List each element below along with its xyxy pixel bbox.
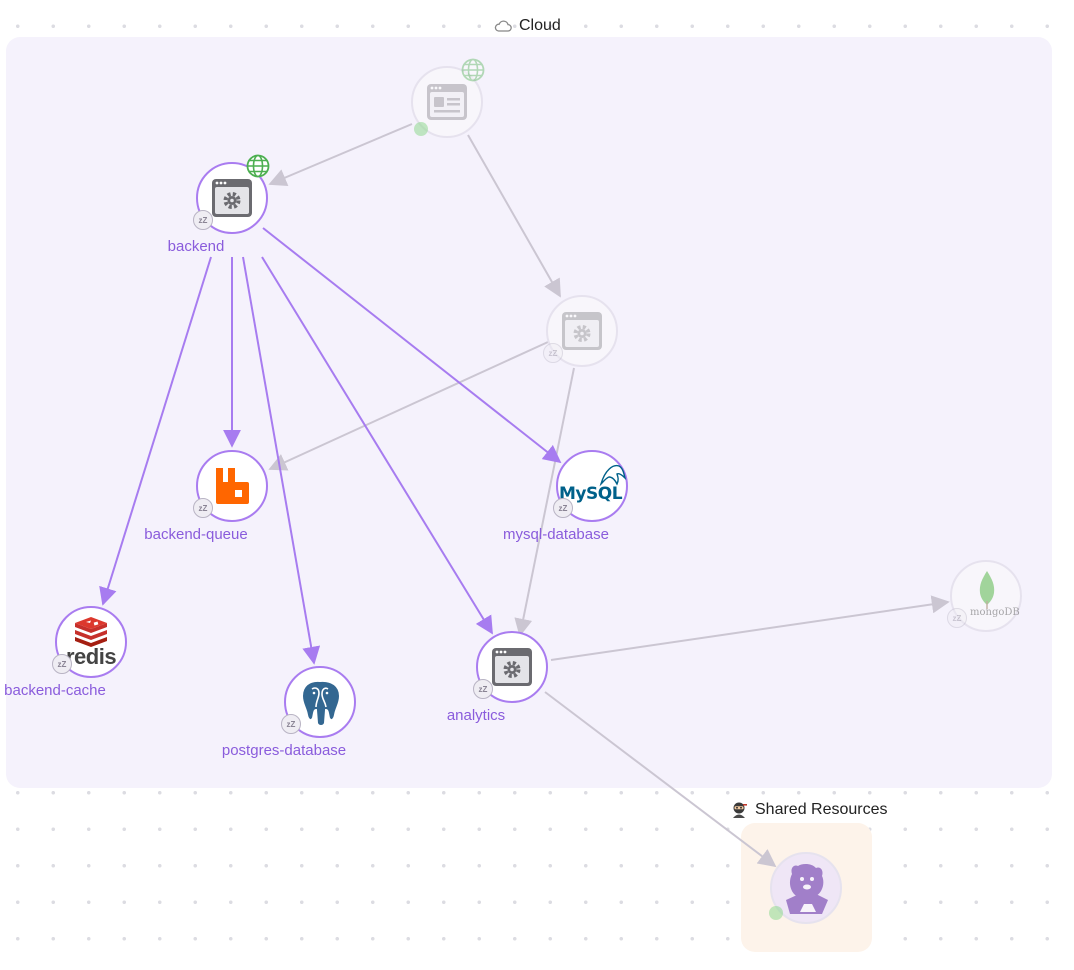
shared-resources-group-title: Shared Resources: [730, 801, 888, 819]
datadog-icon: [786, 863, 828, 914]
node-backend-circle[interactable]: [196, 162, 268, 234]
node-mysql-database-label[interactable]: mysql-database: [503, 526, 609, 543]
mysql-icon: MySQL: [559, 464, 627, 506]
edge-backend-analytics: [261, 256, 493, 635]
service-gear-icon: [212, 179, 252, 217]
status-online-indicator: [769, 906, 783, 920]
mongodb-logo-text: mongoDB: [970, 607, 1020, 618]
edge-worker-analytics: [514, 367, 575, 637]
status-online-indicator: [414, 122, 428, 136]
ninja-icon: [733, 802, 747, 818]
node-backend-cache-circle[interactable]: redis: [55, 606, 127, 678]
edge-analytics-mongodb: [550, 595, 950, 661]
edge-analytics-datadog: [544, 691, 777, 868]
cloud-icon: [494, 20, 512, 32]
shared-resources-group-label: Shared Resources: [755, 801, 888, 818]
mysql-logo-text: MySQL: [559, 484, 623, 504]
edge-worker-backend-queue: [268, 341, 549, 471]
node-backend-queue-label[interactable]: backend-queue: [144, 526, 248, 543]
sleep-badge: zZ: [52, 654, 72, 674]
node-analytics-label[interactable]: analytics: [446, 707, 506, 724]
redis-cube-icon: [75, 617, 107, 647]
globe-icon: [246, 154, 270, 178]
sleep-badge: zZ: [553, 498, 573, 518]
rabbitmq-icon: [216, 468, 249, 504]
cloud-group-label: Cloud: [519, 17, 561, 34]
edge-frontend-backend: [268, 123, 413, 186]
edge-backend-backend-cache: [99, 256, 212, 606]
node-backend-label[interactable]: backend: [167, 238, 225, 255]
mongodb-icon: mongoDB: [956, 571, 1020, 621]
sleep-badge: zZ: [543, 343, 563, 363]
node-worker-circle[interactable]: [546, 295, 618, 367]
node-postgres-database-label[interactable]: postgres-database: [221, 742, 347, 759]
mongodb-leaf-icon: [979, 571, 995, 609]
cloud-group-title: Cloud: [494, 17, 561, 35]
redis-icon: redis: [60, 617, 122, 669]
sleep-badge: zZ: [281, 714, 301, 734]
web-app-icon: [427, 84, 467, 120]
edge-backend-mysql-database: [262, 227, 562, 464]
sleep-badge: zZ: [947, 608, 967, 628]
service-gear-icon: [492, 648, 532, 686]
edge-backend-postgres-database: [242, 256, 321, 665]
sleep-badge: zZ: [193, 210, 213, 230]
edge-frontend-worker: [467, 134, 561, 298]
service-gear-icon: [562, 312, 602, 350]
sleep-badge: zZ: [473, 679, 493, 699]
node-backend-cache-label[interactable]: backend-cache: [4, 682, 106, 699]
postgres-icon: [300, 679, 342, 727]
sleep-badge: zZ: [193, 498, 213, 518]
node-mongodb-circle[interactable]: mongoDB: [950, 560, 1022, 632]
redis-logo-text: redis: [66, 644, 117, 669]
mysql-dolphin-icon: [599, 464, 627, 487]
globe-icon: [461, 58, 485, 82]
